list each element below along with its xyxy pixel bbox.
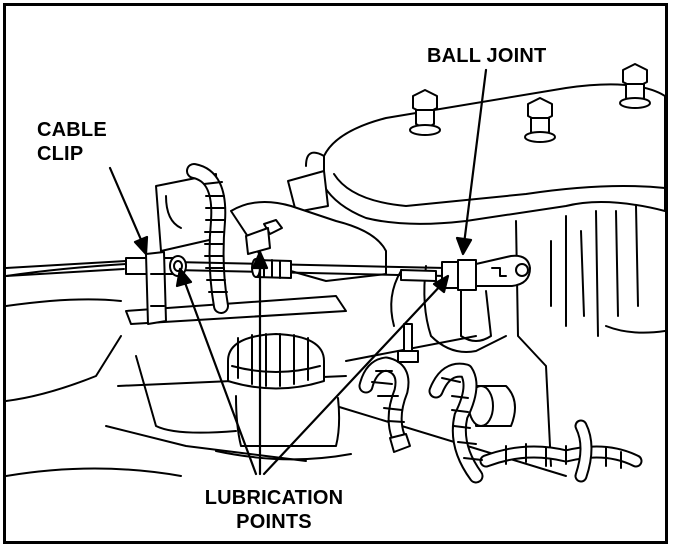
corrugated-hose [186, 163, 229, 314]
diagram-frame: BALL JOINT CABLE CLIP LUBRICATION POINTS [3, 3, 668, 544]
engine-block [390, 205, 665, 467]
cable-clip-bracket [145, 251, 187, 325]
leader-lines [108, 68, 488, 476]
engine-illustration [6, 63, 665, 484]
ball-joint-label: BALL JOINT [427, 44, 547, 68]
bolt [524, 97, 556, 143]
lubrication-points-label: LUBRICATION POINTS [184, 486, 364, 534]
filler-cap [215, 333, 352, 461]
ball-joint-text: BALL JOINT [427, 45, 547, 67]
lubrication-text-line1: LUBRICATION [204, 487, 344, 509]
cable-clip-label: CABLE CLIP [37, 118, 107, 166]
bolt [409, 89, 441, 136]
bolt [619, 63, 651, 109]
engine-cover [287, 83, 665, 225]
cable-clip-text-line1: CABLE [37, 119, 107, 141]
lubrication-text-line2: POINTS [236, 511, 312, 533]
wire-harness [358, 323, 643, 484]
cable-clip-text-line2: CLIP [37, 143, 84, 165]
